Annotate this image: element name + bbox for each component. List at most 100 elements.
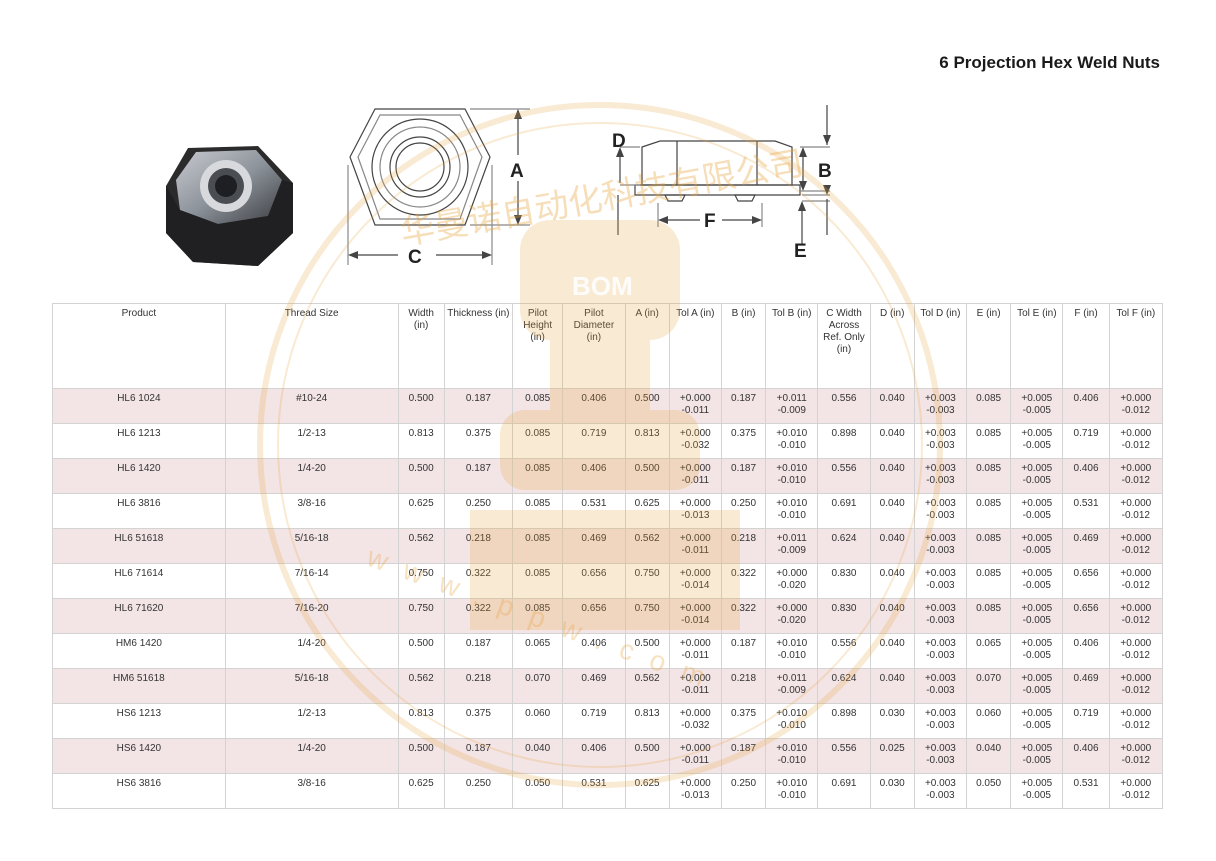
table-cell: 0.719 xyxy=(562,703,626,739)
table-cell: 0.085 xyxy=(966,458,1012,494)
table-cell: 0.719 xyxy=(562,423,626,459)
table-cell: 0.218 xyxy=(443,528,514,564)
table-cell: 0.625 xyxy=(624,773,670,809)
table-cell: 0.070 xyxy=(966,668,1012,704)
table-cell: 0.813 xyxy=(624,423,670,459)
table-cell: HL6 3816 xyxy=(52,493,226,529)
table-cell: +0.000 -0.014 xyxy=(668,563,722,599)
table-cell: +0.000 -0.012 xyxy=(1108,458,1164,494)
column-header: Product xyxy=(52,303,226,389)
watermark-logo: BOM xyxy=(572,271,633,301)
table-cell: 0.624 xyxy=(817,668,871,704)
table-cell: 0.085 xyxy=(512,388,564,424)
table-cell: +0.010 -0.010 xyxy=(765,423,819,459)
table-cell: HL6 1420 xyxy=(52,458,226,494)
table-cell: 0.070 xyxy=(512,668,564,704)
table-cell: 0.656 xyxy=(562,563,626,599)
table-cell: 0.040 xyxy=(966,738,1012,774)
table-cell: 0.500 xyxy=(397,388,445,424)
table-cell: +0.005 -0.005 xyxy=(1010,493,1064,529)
table-cell: +0.000 -0.011 xyxy=(668,388,722,424)
table-cell: 0.556 xyxy=(817,458,871,494)
table-cell: 0.187 xyxy=(443,388,514,424)
table-cell: 0.322 xyxy=(720,598,767,634)
table-cell: 0.500 xyxy=(397,738,445,774)
table-cell: 0.322 xyxy=(443,598,514,634)
label-b: B xyxy=(818,161,832,182)
table-cell: 0.085 xyxy=(966,563,1012,599)
table-cell: +0.003 -0.003 xyxy=(913,598,968,634)
table-cell: 0.500 xyxy=(397,458,445,494)
table-cell: +0.005 -0.005 xyxy=(1010,458,1064,494)
table-cell: 0.556 xyxy=(817,738,871,774)
table-cell: 0.375 xyxy=(443,703,514,739)
table-cell: 0.187 xyxy=(443,458,514,494)
table-cell: 0.085 xyxy=(966,493,1012,529)
table-cell: 3/8-16 xyxy=(224,773,399,809)
table-cell: +0.000 -0.012 xyxy=(1108,703,1164,739)
table-cell: 0.040 xyxy=(869,668,915,704)
column-header: Tol A (in) xyxy=(668,303,722,389)
table-cell: 0.085 xyxy=(512,493,564,529)
table-cell: 0.406 xyxy=(1062,738,1110,774)
table-cell: +0.000 -0.011 xyxy=(668,668,722,704)
table-cell: HS6 1213 xyxy=(52,703,226,739)
table-cell: 0.500 xyxy=(624,458,670,494)
table-cell: 0.065 xyxy=(966,633,1012,669)
table-cell: +0.000 -0.020 xyxy=(765,598,819,634)
table-cell: +0.010 -0.010 xyxy=(765,738,819,774)
table-cell: +0.000 -0.012 xyxy=(1108,773,1164,809)
column-header: E (in) xyxy=(966,303,1012,389)
table-cell: 0.085 xyxy=(966,598,1012,634)
table-cell: 1/4-20 xyxy=(224,738,399,774)
table-cell: 0.406 xyxy=(562,738,626,774)
table-cell: 0.250 xyxy=(720,493,767,529)
column-header: Pilot Height (in) xyxy=(512,303,564,389)
table-cell: 0.469 xyxy=(1062,668,1110,704)
page-title: 6 Projection Hex Weld Nuts xyxy=(939,53,1160,72)
table-cell: 0.500 xyxy=(624,388,670,424)
column-header: Tol D (in) xyxy=(913,303,968,389)
table-cell: 0.040 xyxy=(869,528,915,564)
table-cell: 0.750 xyxy=(624,563,670,599)
table-cell: +0.005 -0.005 xyxy=(1010,633,1064,669)
table-cell: 0.187 xyxy=(443,633,514,669)
table-cell: 0.898 xyxy=(817,423,871,459)
table-cell: 0.500 xyxy=(624,738,670,774)
table-cell: 0.040 xyxy=(869,633,915,669)
table-cell: 0.218 xyxy=(443,668,514,704)
table-cell: 0.830 xyxy=(817,563,871,599)
table-cell: 0.060 xyxy=(512,703,564,739)
label-f: F xyxy=(704,211,716,232)
table-cell: 0.085 xyxy=(512,598,564,634)
table-cell: 0.040 xyxy=(869,423,915,459)
table-cell: +0.000 -0.032 xyxy=(668,423,722,459)
table-cell: +0.010 -0.010 xyxy=(765,633,819,669)
label-a: A xyxy=(510,161,524,182)
table-cell: HS6 1420 xyxy=(52,738,226,774)
table-cell: 0.656 xyxy=(1062,563,1110,599)
table-cell: 0.562 xyxy=(624,528,670,564)
table-cell: +0.000 -0.011 xyxy=(668,528,722,564)
table-cell: +0.003 -0.003 xyxy=(913,423,968,459)
table-cell: +0.000 -0.012 xyxy=(1108,598,1164,634)
table-cell: 0.406 xyxy=(1062,633,1110,669)
table-cell: +0.003 -0.003 xyxy=(913,773,968,809)
table-cell: 3/8-16 xyxy=(224,493,399,529)
table-cell: +0.000 -0.012 xyxy=(1108,388,1164,424)
column-header: A (in) xyxy=(624,303,670,389)
table-cell: +0.000 -0.012 xyxy=(1108,423,1164,459)
table-cell: +0.000 -0.012 xyxy=(1108,633,1164,669)
table-cell: 0.040 xyxy=(869,598,915,634)
table-cell: 0.556 xyxy=(817,388,871,424)
table-cell: 0.030 xyxy=(869,773,915,809)
table-cell: +0.011 -0.009 xyxy=(765,528,819,564)
table-cell: 1/4-20 xyxy=(224,633,399,669)
